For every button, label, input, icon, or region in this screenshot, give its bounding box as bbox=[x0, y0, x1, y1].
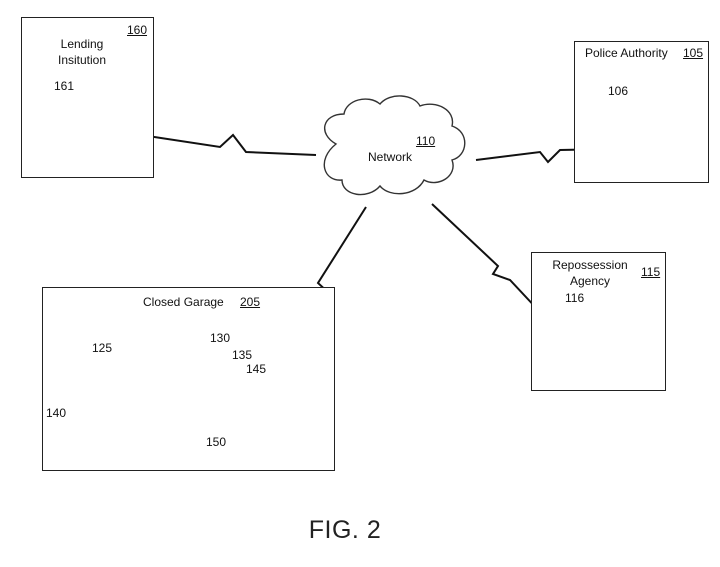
lending-ref: 160 bbox=[127, 23, 148, 37]
figure-label: FIG. 2 bbox=[308, 516, 382, 544]
component-ref-130: 130 bbox=[210, 331, 231, 345]
server-116-ref: 116 bbox=[565, 291, 585, 305]
police-authority-box: Police Authority 105 106 bbox=[574, 41, 709, 183]
component-ref-145: 145 bbox=[246, 362, 267, 376]
closed-garage-box: Closed Garage 205 bbox=[42, 287, 335, 471]
network-ref: 110 bbox=[416, 134, 436, 148]
lending-label-line1: Lending bbox=[60, 37, 104, 51]
repo-ref: 115 bbox=[641, 265, 661, 279]
repo-label-line2: Agency bbox=[569, 274, 611, 288]
vehicle-ref-125: 125 bbox=[92, 341, 113, 355]
police-label: Police Authority bbox=[585, 46, 668, 60]
server-161-ref: 161 bbox=[54, 79, 75, 93]
lending-label-line2: Insitution bbox=[57, 53, 107, 67]
repo-label-line1: Repossession bbox=[552, 258, 628, 272]
network-label: Network bbox=[368, 150, 413, 164]
garage-ref: 205 bbox=[240, 295, 261, 309]
garage-label: Closed Garage bbox=[143, 295, 224, 309]
link-repo-network bbox=[431, 203, 569, 343]
link-lending-network bbox=[127, 132, 317, 156]
component-ref-135: 135 bbox=[232, 348, 253, 362]
network-cloud bbox=[323, 95, 466, 196]
component-ref-150: 150 bbox=[206, 435, 227, 449]
server-106-ref: 106 bbox=[608, 84, 629, 98]
component-ref-140: 140 bbox=[46, 406, 67, 420]
police-ref: 105 bbox=[683, 46, 704, 60]
lending-institution-box: 160 Lending Insitution 161 bbox=[21, 17, 154, 178]
repossession-agency-box: Repossession 115 Agency 116 bbox=[531, 252, 666, 391]
